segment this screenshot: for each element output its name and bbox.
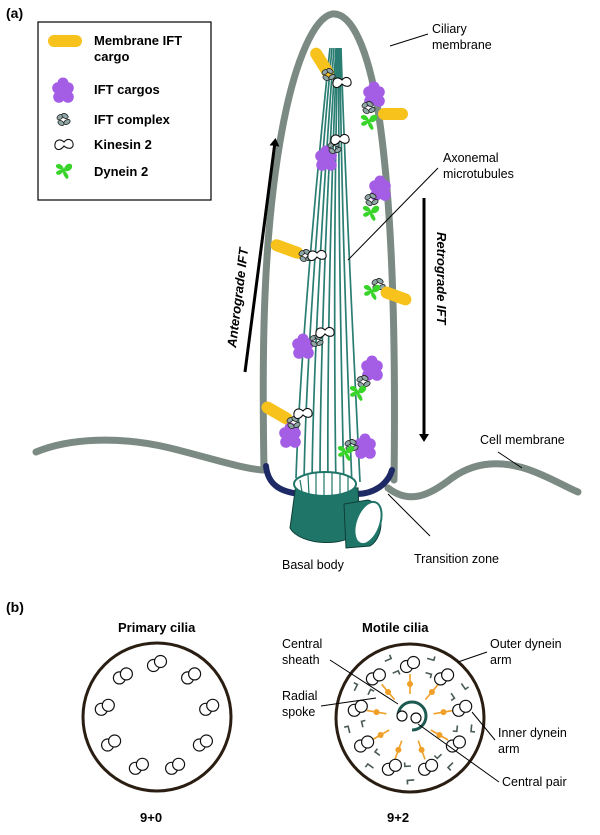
dynein-motor bbox=[349, 385, 367, 401]
panel-label-a: (a) bbox=[6, 5, 23, 21]
transition-zone-label: Transition zone bbox=[414, 552, 499, 566]
radial-spoke-head bbox=[395, 746, 402, 753]
outer-dynein-arm bbox=[470, 724, 476, 733]
legend-ift-cargos: IFT cargos bbox=[94, 82, 160, 97]
outer-dynein-arm bbox=[344, 725, 351, 734]
radial-spoke-head bbox=[418, 746, 425, 753]
legend-kinesin: Kinesin 2 bbox=[94, 137, 152, 152]
central-pair-label: Central pair bbox=[502, 775, 567, 789]
radial-spoke-head bbox=[407, 681, 413, 687]
kinesin-motor bbox=[315, 326, 335, 339]
outer-dynein-arm bbox=[353, 681, 359, 692]
axonemal-microtubules bbox=[295, 47, 361, 491]
inner-dynein-arm bbox=[367, 688, 375, 696]
inner-dynein-arm bbox=[360, 719, 366, 728]
cell-membrane-label: Cell membrane bbox=[480, 433, 565, 447]
outer-dynein-label-1: Outer dynein bbox=[490, 637, 562, 651]
radial-spoke-head bbox=[428, 689, 435, 695]
primary-cilia-title: Primary cilia bbox=[118, 620, 196, 635]
dynein-motor bbox=[362, 205, 380, 221]
membrane-cargo bbox=[378, 108, 408, 120]
inner-dynein-label-1: Inner dynein bbox=[498, 726, 567, 740]
outer-dynein-arm bbox=[446, 762, 454, 771]
inner-dynein-arm bbox=[450, 692, 456, 702]
ciliary-membrane-label-1: Ciliary bbox=[432, 22, 467, 36]
radial-spoke-label-1: Radial bbox=[282, 689, 317, 703]
radial-spoke-head bbox=[436, 732, 443, 738]
cell-membrane-left bbox=[32, 436, 266, 474]
ciliary-membrane bbox=[259, 10, 398, 484]
retrograde-label: Retrograde IFT bbox=[434, 232, 449, 326]
kinesin-motor bbox=[307, 249, 327, 262]
motile-cilia-title: Motile cilia bbox=[362, 620, 429, 635]
panel-label-b: (b) bbox=[6, 599, 24, 615]
radial-spoke-label-2: spoke bbox=[282, 705, 315, 719]
dynein-motor bbox=[363, 284, 381, 300]
inner-dynein-arm bbox=[392, 669, 401, 675]
outer-dynein-arm bbox=[406, 779, 415, 785]
inner-dynein-arm bbox=[452, 725, 459, 733]
primary-cilia-caption: 9+0 bbox=[140, 810, 162, 825]
ciliary-membrane-label-2: membrane bbox=[432, 38, 492, 52]
dynein-arms bbox=[344, 654, 476, 785]
membrane-cargo bbox=[270, 239, 304, 259]
inner-dynein-arm bbox=[373, 748, 381, 757]
kinesin-motor bbox=[330, 133, 350, 146]
anterograde-arrow bbox=[243, 138, 280, 373]
membrane-cargo bbox=[261, 401, 293, 425]
central-pair bbox=[396, 700, 428, 732]
membrane-cargo bbox=[380, 286, 412, 306]
inner-dynein-arm bbox=[433, 753, 443, 760]
basal-body bbox=[289, 471, 383, 549]
central-sheath-label-1: Central bbox=[282, 637, 322, 651]
transition-zone-right bbox=[353, 467, 395, 497]
legend-membrane-cargo-line1: Membrane IFT bbox=[94, 33, 182, 48]
legend-membrane-cargo-line2: cargo bbox=[94, 49, 129, 64]
inner-dynein-label-2: arm bbox=[498, 742, 520, 756]
legend-ift-complex: IFT complex bbox=[94, 112, 171, 127]
legend-box: Membrane IFT cargo IFT cargos IFT comple… bbox=[37, 21, 212, 201]
legend-dynein: Dynein 2 bbox=[94, 164, 148, 179]
inner-dynein-arm bbox=[425, 671, 433, 679]
outer-dynein-arm bbox=[460, 682, 470, 691]
dynein-motor bbox=[360, 114, 378, 130]
outer-dynein-arm bbox=[384, 654, 393, 663]
outer-dynein-label-2: arm bbox=[490, 653, 512, 667]
axonemal-label-1: Axonemal bbox=[443, 151, 499, 165]
cell-membrane-right bbox=[384, 460, 582, 501]
inner-dynein-arm bbox=[403, 762, 411, 768]
radial-spoke-head bbox=[373, 709, 380, 716]
motile-cilia-caption: 9+2 bbox=[387, 810, 409, 825]
outer-dynein-arm bbox=[426, 656, 436, 662]
radial-spokes bbox=[366, 674, 454, 760]
radial-spoke-head bbox=[385, 689, 392, 695]
ift-trains bbox=[261, 47, 412, 461]
basal-body-label: Basal body bbox=[282, 558, 345, 572]
radial-spoke-head bbox=[377, 732, 384, 738]
anterograde-label: Anterograde IFT bbox=[224, 246, 251, 350]
axonemal-label-2: microtubules bbox=[443, 167, 514, 181]
central-sheath-label-2: sheath bbox=[282, 653, 320, 667]
radial-spoke-head bbox=[440, 709, 447, 716]
membrane-cargo-swatch bbox=[48, 35, 82, 47]
outer-dynein-arm bbox=[364, 762, 374, 769]
kinesin-motor bbox=[293, 407, 313, 420]
